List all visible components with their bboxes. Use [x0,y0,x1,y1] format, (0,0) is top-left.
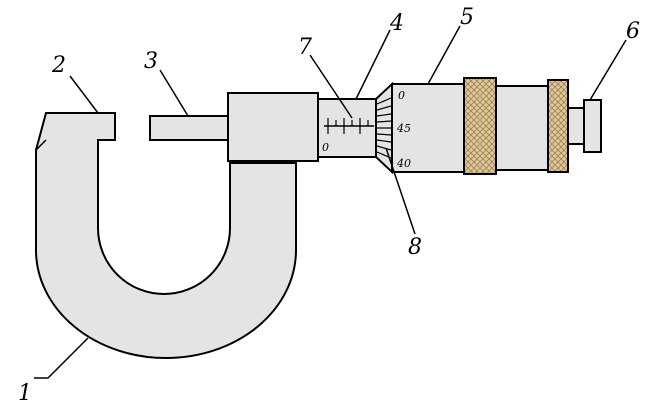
thimble-45-mark: 45 [396,122,411,135]
frame-bevel [35,139,47,151]
label-ratchet: 6 [626,19,640,44]
ratchet-knurl [547,79,569,173]
leader-6 [589,39,627,101]
leader-5 [427,25,461,85]
leader-4 [355,29,391,100]
barrel [495,85,549,171]
frame [35,112,297,359]
leader-7 [309,54,353,119]
sleeve-scale [324,118,374,134]
ratchet-neck [567,107,585,145]
leader-lines [34,25,627,379]
label-thimble: 5 [460,5,474,30]
ratchet-cap [583,99,602,153]
label-sleeve-scale: 7 [298,35,312,60]
leader-8 [385,147,416,235]
thimble-40-mark: 40 [396,157,411,170]
leader-3 [159,69,189,117]
label-stem: 4 [389,11,404,36]
label-spindle: 3 [144,49,158,74]
spindle [149,115,231,141]
frame-block [227,92,319,162]
leader-2 [69,75,99,114]
label-frame: 1 [18,381,32,406]
label-anvil: 2 [51,53,66,78]
thimble-scale [376,97,392,159]
sleeve-zero-mark: 0 [322,141,329,154]
label-thimble-scale: 8 [408,235,422,260]
knurled-grip [463,77,497,175]
thimble-zero-mark: 0 [398,89,405,102]
leader-1 [34,337,89,379]
